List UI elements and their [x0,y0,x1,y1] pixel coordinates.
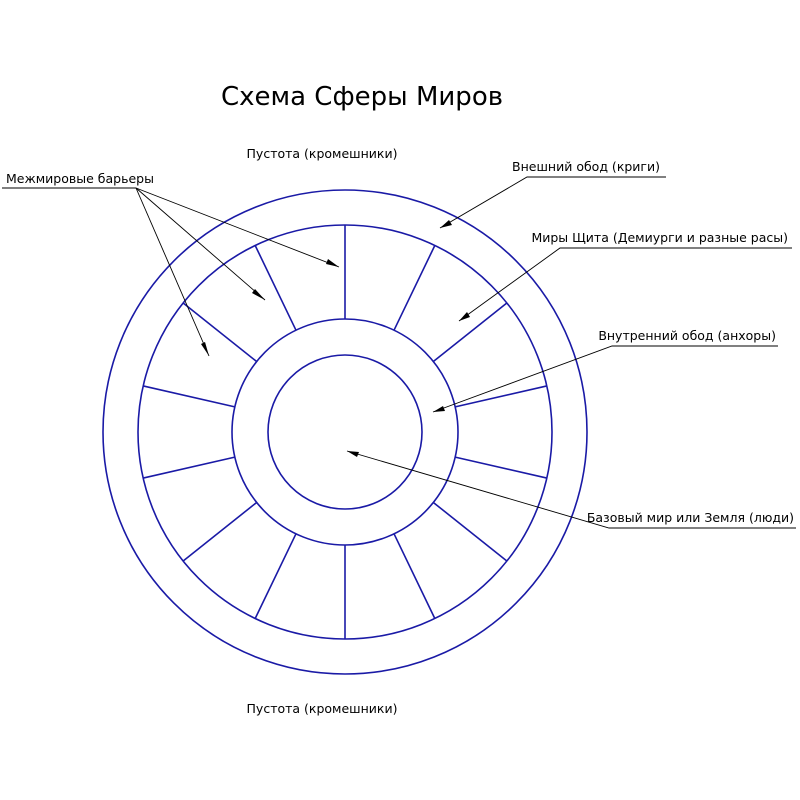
label-outer-rim: Внешний обод (криги) [512,159,660,174]
diagram-title: Схема Сферы Миров [221,82,503,112]
arrowheads [201,220,470,457]
inner-rim-outer-circle [231,318,459,546]
barrier-spoke [143,385,236,408]
outer-rim-leader [439,176,666,229]
base-world-leader [346,450,796,529]
arrowhead-base-world [347,451,359,457]
arrowhead-barrier-top [326,259,339,267]
barriers-leader-to-upper-left [135,187,266,301]
barrier-spoke [254,245,297,331]
barrier-spoke [182,302,258,363]
inner-rim-leader [432,345,778,413]
barrier-spoke [393,533,436,619]
arrowhead-barrier-upper-left [252,289,265,300]
arrowhead-inner-rim [433,406,445,412]
barrier-spoke [182,501,258,562]
base-world-circle [267,354,423,510]
label-barriers: Межмировые барьеры [6,171,154,186]
barrier-spoke [432,302,508,363]
barriers-leader-to-left [135,187,210,357]
leader-lines [2,176,796,529]
barrier-spoke [393,245,436,331]
barrier-spoke [454,456,547,479]
void-bottom-label: Пустота (кромешники) [247,701,398,716]
label-inner-rim: Внутренний обод (анхоры) [598,328,776,343]
barrier-spokes [143,225,547,639]
void-top-label: Пустота (кромешники) [247,146,398,161]
arrowhead-outer-rim [440,220,452,228]
label-base-world: Базовый мир или Земля (люди) [587,510,794,525]
barrier-spoke [254,533,297,619]
barriers-leader-to-top [135,187,340,268]
arrowhead-barrier-left [201,342,209,356]
outer-rim-outer-circle [102,189,588,675]
shield-worlds-leader [458,247,792,322]
label-shield-worlds: Миры Щита (Демиурги и разные расы) [531,230,788,245]
barrier-spoke [143,456,236,479]
barrier-spoke [454,385,547,408]
barrier-spoke [432,501,508,562]
arrowhead-shield-worlds [459,312,470,321]
